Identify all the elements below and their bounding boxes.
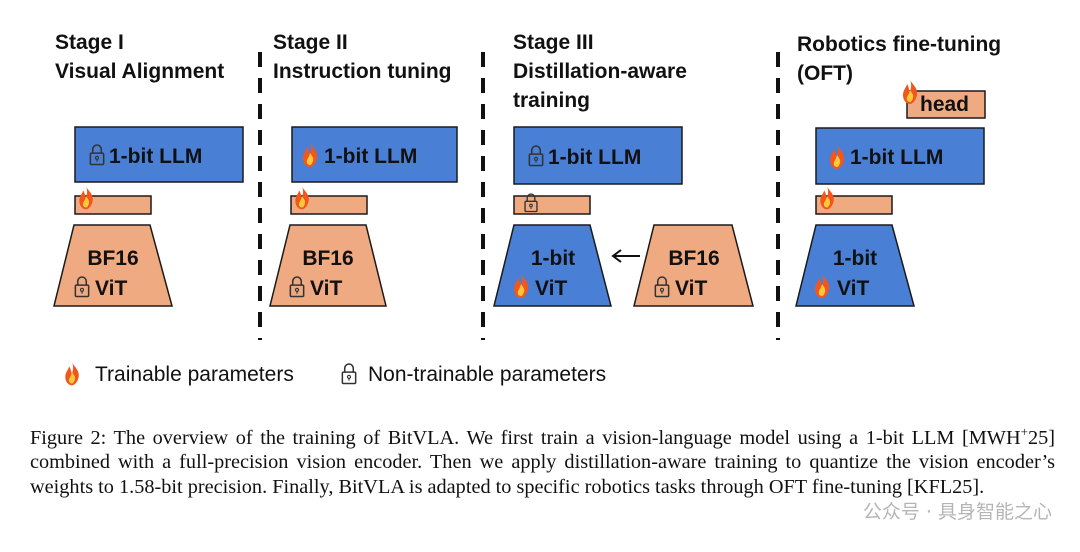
stage-4-vit-bottom: ViT <box>837 277 869 300</box>
stage-4-head-label: head <box>920 93 969 116</box>
watermark: 公众号 · 具身智能之心 <box>862 501 1052 523</box>
stage-3-student-vit-bottom: ViT <box>535 277 567 300</box>
distill-arrow <box>611 249 640 263</box>
stage-1-vit-top: BF16 <box>87 247 138 270</box>
stage-3-teacher-vit-top: BF16 <box>668 247 719 270</box>
stage-3-projector <box>513 195 591 215</box>
caption-text-rest: 25] combined with a full-precision visio… <box>30 426 1055 498</box>
stage-1-llm-label: 1-bit LLM <box>109 145 202 168</box>
stage-4-llm-box <box>815 127 985 185</box>
stage-2-projector <box>290 195 368 215</box>
stage-2-vit-bottom: ViT <box>310 277 342 300</box>
legend-trainable-label: Trainable parameters <box>95 363 294 386</box>
legend-flame-icon <box>65 362 79 386</box>
stage-3-title: Stage III Distillation-aware training <box>513 31 687 112</box>
stage-1-vit-bottom: ViT <box>95 277 127 300</box>
stage-2-llm-label: 1-bit LLM <box>324 145 417 168</box>
figure-caption: Figure 2: The overview of the training o… <box>30 420 1055 499</box>
stage-4-llm-label: 1-bit LLM <box>850 146 943 169</box>
stage-1-title: Stage I Visual Alignment <box>55 31 225 83</box>
stage-4-vit-top: 1-bit <box>833 247 877 270</box>
stage-3-student-vit-top: 1-bit <box>531 247 575 270</box>
stage-1-projector <box>74 195 152 215</box>
stage-4-head-box <box>906 90 986 119</box>
stage-4-projector <box>815 195 893 215</box>
stage-3-llm-label: 1-bit LLM <box>548 146 641 169</box>
stage-2-llm-box <box>291 126 458 183</box>
stage-4-title: Robotics fine-tuning (OFT) <box>797 33 1002 85</box>
legend-non-trainable-label: Non-trainable parameters <box>368 363 607 386</box>
caption-superscript: + <box>1020 424 1028 439</box>
legend-lock-icon <box>341 363 357 385</box>
caption-text: Figure 2: The overview of the training o… <box>30 426 1021 449</box>
stage-3-teacher-vit-bottom: ViT <box>675 277 707 300</box>
stage-2-vit-top: BF16 <box>302 247 353 270</box>
stage-2-title: Stage II Instruction tuning <box>273 31 452 83</box>
